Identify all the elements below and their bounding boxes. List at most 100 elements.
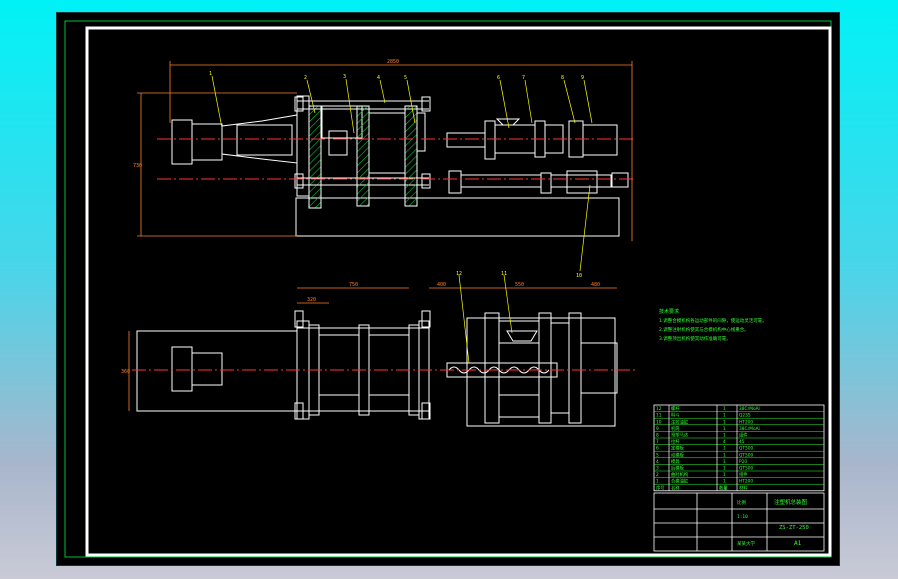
front-view	[171, 95, 629, 237]
bom-material: Q235	[739, 413, 751, 419]
screw-motor	[582, 124, 618, 156]
bom-name: 注射油缸	[671, 418, 689, 425]
fixed-platen	[404, 105, 418, 207]
label-6: 6	[497, 75, 500, 81]
bom-material: 45	[739, 439, 745, 445]
notes-line-2: 2.调整注射机构使其与合模机构中心线重合。	[659, 326, 749, 333]
bom-header-no: 序号	[656, 484, 665, 491]
dim-top-4: 550	[515, 282, 524, 288]
bom-no: 10	[656, 419, 662, 425]
bom-name: 料斗	[671, 412, 680, 419]
bom-name: 后模板	[671, 465, 685, 472]
top-view	[136, 310, 618, 427]
dim-top-5: 480	[591, 282, 600, 288]
machine-base	[295, 197, 620, 237]
bom-no: 5	[656, 452, 659, 458]
front-leaders	[211, 75, 593, 272]
bom-material: 38CrMoAl	[739, 406, 760, 412]
bom-no: 2	[656, 472, 659, 478]
scale-value: 1:10	[737, 514, 748, 520]
bom-name: 定模板	[671, 445, 685, 452]
bom-name: 螺杆	[671, 405, 680, 412]
outer-border	[64, 20, 832, 558]
bom-no: 4	[656, 459, 659, 465]
nozzle-barrel	[446, 132, 486, 148]
clamp-cylinder-flange	[171, 119, 193, 165]
bom-name: 拉杆	[671, 438, 680, 445]
company-name: 某某大学	[737, 540, 755, 547]
toggle-link	[236, 124, 293, 156]
bom-name: 模具	[671, 458, 680, 465]
bom-name: 机筒	[671, 425, 680, 432]
top-leaders	[458, 274, 513, 364]
top-clamp-cylinder	[136, 330, 298, 412]
sheet-size: A1	[794, 540, 802, 547]
bom-material: 38CrMoAl	[739, 426, 760, 432]
bom-no: 9	[656, 426, 659, 432]
bom-material: QT500	[739, 452, 753, 458]
label-10: 10	[576, 273, 582, 279]
bom-qty: 1	[723, 406, 726, 412]
label-2: 2	[304, 75, 307, 81]
top-screw	[448, 366, 550, 374]
bom-qty: 1	[723, 433, 726, 439]
dim-top-2: 320	[307, 297, 316, 303]
rear-platen	[308, 105, 322, 209]
clamp-cylinder-body	[191, 123, 223, 161]
bom-name: 合模油缸	[671, 478, 689, 485]
top-mould	[368, 334, 410, 396]
bom-header-material: 材料	[739, 484, 748, 491]
bom-qty: 1	[723, 452, 726, 458]
bom-qty: 1	[723, 459, 726, 465]
notes-line-3: 3.调整顶出机构使其动作准确可靠。	[659, 335, 731, 342]
mould	[368, 112, 406, 174]
drawing-frame	[85, 26, 832, 557]
cad-drawing-canvas[interactable]: 2850 730 1 2 3 4 5 6 7 8 9 10	[57, 13, 839, 565]
notes-title: 技术要求	[659, 308, 679, 315]
bom-no: 12	[656, 406, 662, 412]
bom-name: 预塑马达	[671, 432, 689, 439]
title-block	[653, 492, 825, 552]
front-dimensions	[137, 61, 633, 241]
bom-no: 8	[656, 433, 659, 439]
bom-qty: 1	[723, 426, 726, 432]
bom-no: 6	[656, 446, 659, 452]
hopper	[495, 118, 521, 126]
drawing-title: 注塑机总装图	[774, 498, 808, 506]
bom-name: 曲肘机构	[671, 471, 689, 478]
bom-material: HT200	[739, 419, 753, 425]
dim-top-1: 750	[349, 282, 358, 288]
dim-top-6: 360	[121, 369, 130, 375]
bom-no: 3	[656, 466, 659, 472]
dim-total-length: 2850	[387, 59, 399, 65]
label-5: 5	[404, 75, 407, 81]
bom-material: HT200	[739, 479, 753, 485]
bom-material: 组件	[739, 471, 748, 478]
notes-line-1: 1.调整合模机构各运动部件的间隙，使运动灵活可靠。	[659, 317, 767, 324]
scale-label: 比例	[737, 499, 746, 506]
drawing-sheet: 2850 730 1 2 3 4 5 6 7 8 9 10	[64, 20, 832, 558]
bom-header-name: 名称	[671, 484, 680, 491]
drawing-number: ZS-ZT-250	[779, 525, 809, 531]
bom-qty: 1	[723, 472, 726, 478]
bom-qty: 1	[723, 413, 726, 419]
bom-qty: 1	[723, 446, 726, 452]
moving-platen	[356, 105, 370, 207]
dim-height: 730	[133, 163, 142, 169]
bom-qty: 1	[723, 419, 726, 425]
bom-no: 11	[656, 413, 662, 419]
label-4: 4	[377, 75, 380, 81]
label-1: 1	[209, 71, 212, 77]
bom-qty: 4	[723, 439, 726, 445]
bom-header-qty: 数量	[719, 484, 728, 491]
label-12: 12	[456, 271, 462, 277]
bom-no: 1	[656, 479, 659, 485]
bom-qty: 1	[723, 479, 726, 485]
label-8: 8	[561, 75, 564, 81]
bom-material: 组件	[739, 432, 748, 439]
label-9: 9	[581, 75, 584, 81]
bom-no: 7	[656, 439, 659, 445]
top-motor	[580, 342, 618, 394]
label-3: 3	[343, 74, 346, 80]
